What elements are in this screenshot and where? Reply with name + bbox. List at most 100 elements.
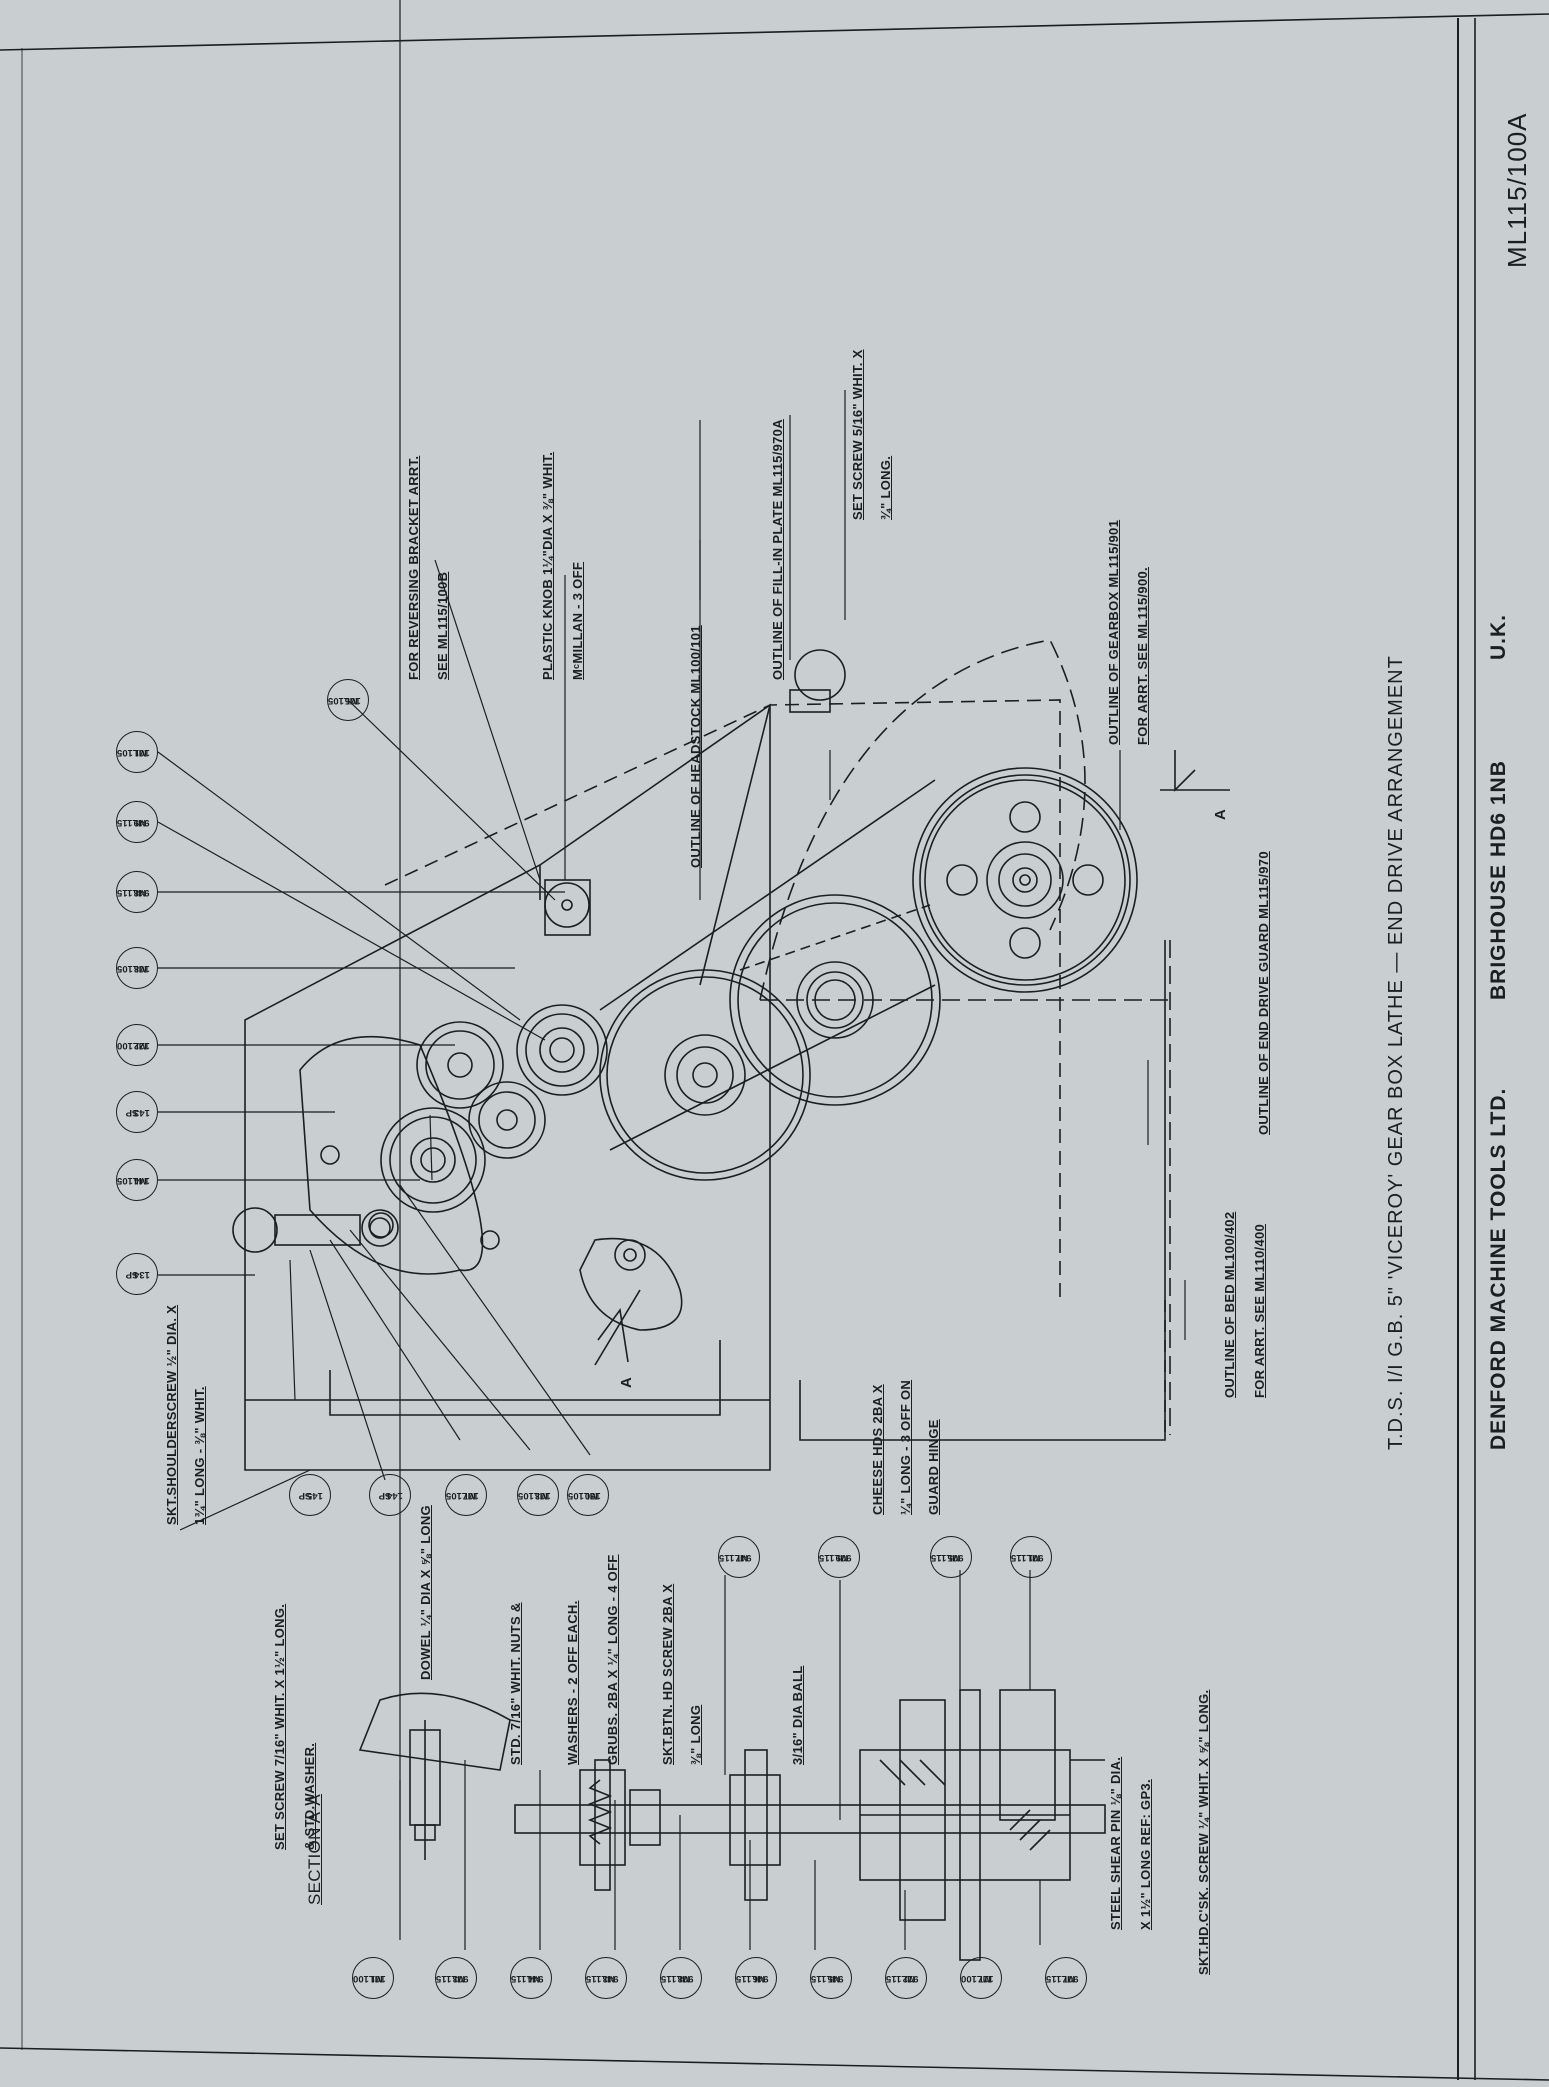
bubble-line2: 901 — [1028, 1552, 1044, 1563]
bubble-line2: 945 — [828, 1973, 844, 1984]
bubble-line2: 117 — [978, 1973, 994, 1984]
bubble-line2: 905 — [948, 1552, 964, 1563]
section-label: SECTION A-A — [305, 1794, 324, 1905]
bubble-line2: 101 — [370, 1973, 386, 1984]
bubble-line2: 946 — [753, 1973, 769, 1984]
bubble-line2: 145 — [307, 1490, 323, 1501]
drawing-number: ML115/100A — [1502, 112, 1532, 268]
callout-reversing-bracket-2: SEE ML115/100B — [435, 571, 450, 680]
bubble-line2: 943 — [603, 1973, 619, 1984]
section-marker-a-lower: A — [618, 1376, 635, 1388]
callout-end-drive-guard: OUTLINE OF END DRIVE GUARD ML115/970 — [1256, 851, 1271, 1135]
company-name: DENFORD MACHINE TOOLS LTD. — [1487, 1087, 1510, 1450]
bubble-line2: 144 — [387, 1490, 403, 1501]
bubble-line2: 912 — [903, 1973, 919, 1984]
leader-lines-top — [157, 540, 701, 1531]
callout-skt-shoulder-screw: SKT.SHOULDERSCREW ½" DIA. X — [164, 1304, 179, 1525]
callout-cheese-hds: CHEESE HDS 2BA X — [870, 1384, 885, 1515]
callout-grubs: GRUBS. 2BA X ¼" LONG - 4 OFF — [605, 1554, 620, 1765]
bubble-line2: 947 — [736, 1552, 752, 1563]
drawing-title: T.D.S. I/I G.B. 5" 'VICEROY' GEAR BOX LA… — [1385, 655, 1407, 1450]
callout-std-nuts: STD. 7/16" WHIT. NUTS & — [508, 1602, 523, 1765]
end-drive-guard-outline — [329, 940, 1166, 1441]
callout-fill-in-plate: OUTLINE OF FILL-IN PLATE ML115/970A — [770, 419, 785, 680]
callout-set-screw-right: SET SCREW 5/16" WHIT. X — [850, 349, 865, 520]
large-pulley — [912, 767, 1138, 993]
callout-shear-pin: STEEL SHEAR PIN ⅛" DIA. — [1108, 1756, 1123, 1930]
bubble-line2: 107 — [463, 1490, 479, 1501]
fill-in-knob — [789, 649, 846, 713]
callout-plastic-knob: PLASTIC KNOB 1¼"DIA X ⅜" WHIT. — [540, 451, 555, 680]
company-country: U.K. — [1487, 614, 1510, 660]
callout-bed-2: FOR ARRT. SEE ML110/400 — [1252, 1223, 1267, 1398]
company-address: BRIGHOUSE HD6 1NB — [1487, 760, 1510, 1000]
callout-dowel: DOWEL ¼" DIA X ⅝" LONG — [418, 1505, 433, 1680]
callout-set-screw-right-2: ¾" LONG. — [878, 455, 893, 520]
callout-skt-csk-screw: SKT.HD.C'SK. SCREW ¼" WHIT. X ⅝" LONG. — [1196, 1689, 1211, 1975]
intermediate-gear — [729, 894, 941, 1106]
bubble-line2: 134 — [134, 1269, 150, 1280]
callout-ball: 3/16" DIA BALL — [790, 1665, 805, 1765]
bubble-line2: 909 — [836, 1552, 852, 1563]
callout-skt-shoulder-screw-2: 1¾" LONG - ⅜" WHIT. — [192, 1386, 207, 1525]
callout-cheese-hds-3: GUARD HINGE — [926, 1419, 941, 1515]
bubble-line2: 122 — [134, 1040, 150, 1051]
callout-cheese-hds-2: ¼" LONG - 3 OFF ON — [898, 1379, 913, 1515]
bottom-border — [0, 2047, 1549, 2081]
leader-lines-section — [399, 0, 1041, 1950]
reversing-knob — [544, 879, 591, 936]
bubble-line2: 101 — [134, 747, 150, 758]
bubble-line2: 903 — [453, 1973, 469, 1984]
callout-gearbox: OUTLINE OF GEARBOX ML115/901 — [1106, 519, 1121, 745]
callout-std-nuts-2: WASHERS - 2 OFF EACH. — [565, 1600, 580, 1765]
bubble-line2: 105 — [345, 695, 361, 706]
callout-shear-pin-2: X 1½" LONG REF: GP3. — [1138, 1779, 1153, 1930]
callout-bed: OUTLINE OF BED ML100/402 — [1222, 1211, 1237, 1398]
callout-plastic-knob-2: MᶜMILLAN - 3 OFF — [570, 561, 585, 680]
gearbox-outline — [759, 639, 1171, 1435]
callout-set-screw-left: SET SCREW 7/16" WHIT. X 1½" LONG. — [272, 1603, 287, 1850]
small-gears — [380, 1004, 608, 1213]
main-gear — [599, 969, 811, 1181]
bubble-line2: 143 — [134, 1107, 150, 1118]
bubble-line2: 144 — [134, 1175, 150, 1186]
bubble-line2: 150 — [585, 1490, 601, 1501]
top-border — [0, 13, 1549, 51]
bubble-line2: 108 — [134, 963, 150, 974]
drive-belts — [599, 779, 936, 1151]
bubble-line2: 907 — [1063, 1973, 1079, 1984]
bubble-line2: 948 — [134, 887, 150, 898]
section-arrows — [594, 750, 1230, 1366]
bubble-line2: 103 — [535, 1490, 551, 1501]
callout-headstock: OUTLINE OF HEADSTOCK ML100/101 — [688, 625, 703, 868]
callout-reversing-bracket: FOR REVERSING BRACKET ARRT. — [406, 455, 421, 680]
callout-sktbtn: SKT.BTN. HD SCREW 2BA X — [660, 1583, 675, 1765]
section-a-a-drawing — [358, 1689, 1106, 1961]
section-marker-a: A — [1212, 808, 1229, 820]
